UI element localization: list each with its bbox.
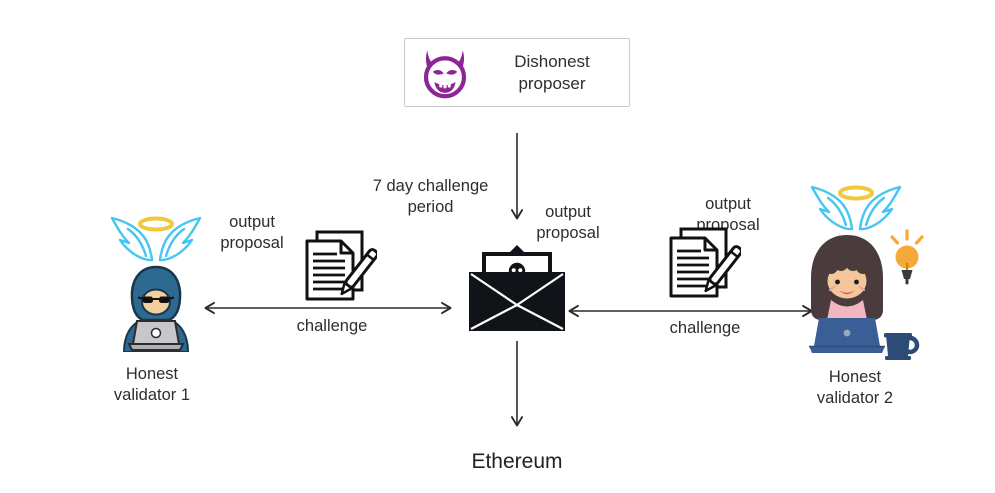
- output-proposal-document-left: [305, 230, 377, 301]
- challenge-label-left: challenge: [296, 317, 368, 335]
- output-proposal-document-right: [669, 227, 741, 298]
- angel-wings-halo-left: [110, 216, 202, 262]
- output-proposal-label-left: output proposal: [220, 213, 284, 253]
- wing-icon: [810, 185, 902, 231]
- pen-icon: [340, 248, 377, 296]
- laptop-icon: [127, 320, 185, 351]
- woman-with-laptop-icon: [809, 235, 885, 353]
- challenge-label-right: challenge: [669, 319, 741, 337]
- devil-icon: [423, 49, 467, 98]
- dishonest-proposer-box: Dishonest proposer: [404, 38, 630, 107]
- laptop-icon: [809, 318, 885, 353]
- wing-icon: [110, 216, 202, 262]
- coffee-mug-icon: [884, 333, 920, 360]
- lightbulb-icon: [890, 229, 924, 285]
- sunglasses-icon: [137, 296, 175, 303]
- bangs: [824, 257, 870, 274]
- angel-wings-halo-right: [810, 185, 902, 231]
- challenge-period-label: 7 day challenge period: [372, 177, 489, 217]
- halo-icon: [838, 185, 874, 201]
- validator1-label: Honest validator 1: [113, 365, 191, 405]
- hacker-icon: [122, 265, 190, 352]
- dishonest-proposer-label: Dishonest proposer: [514, 52, 590, 93]
- output-proposal-label-center: output proposal: [536, 203, 600, 243]
- malicious-proposal-envelope-icon: [469, 245, 565, 331]
- ethereum-label: Ethereum: [471, 450, 563, 473]
- pen-icon: [704, 245, 741, 293]
- halo-icon: [138, 216, 174, 232]
- validator2-label: Honest validator 2: [816, 368, 894, 408]
